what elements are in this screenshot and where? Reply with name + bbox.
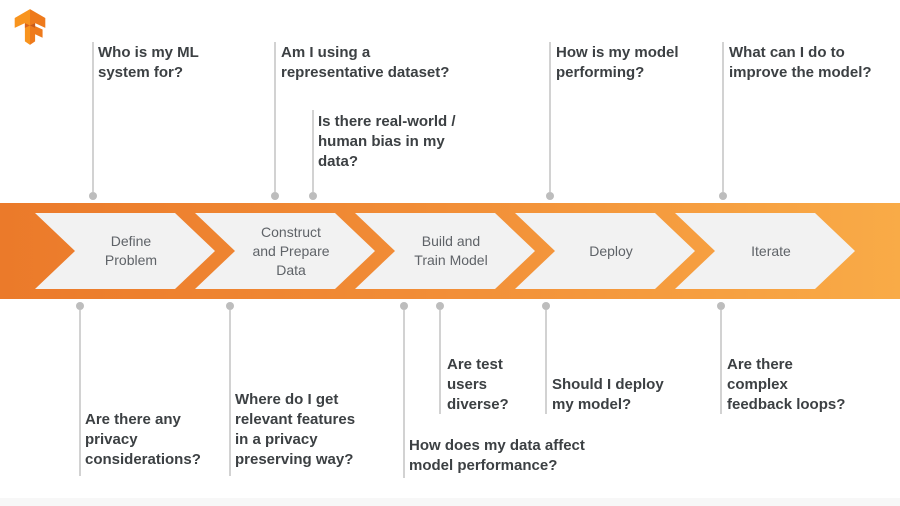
connector-dot [89, 192, 97, 200]
question-how-does-data-affect-performance: How does my data affect model performanc… [409, 437, 585, 474]
question-relevant-features-privacy: Where do I get relevant features in a pr… [235, 391, 356, 468]
question-is-there-real-world-human-bias: Is there real-world / human bias in my d… [318, 113, 456, 170]
connector-line [89, 42, 97, 200]
question-should-i-deploy: Should I deploy my model? [552, 376, 664, 413]
connector-line [226, 302, 234, 476]
tensorflow-logo-icon [14, 9, 46, 45]
connector-line [719, 42, 727, 200]
connector-line [546, 42, 554, 200]
question-privacy-considerations: Are there any privacy considerations? [85, 411, 201, 468]
stage-label: Build and Train Model [414, 233, 488, 268]
question-am-i-using-representative-dataset: Am I using a representative dataset? [281, 44, 450, 81]
connector-dot [717, 302, 725, 310]
connector-dot [400, 302, 408, 310]
stage-label: Define Problem [104, 233, 158, 268]
connector-dot [76, 302, 84, 310]
stage-label: Construct and Prepare Data [252, 223, 330, 278]
process-banner: Define Problem Construct and Prepare Dat… [0, 203, 900, 299]
connector-dot [226, 302, 234, 310]
connector-dot [309, 192, 317, 200]
stage-construct-and-prepare-data: Construct and Prepare Data [195, 213, 375, 289]
connector-line [436, 302, 444, 414]
bottom-edge-strip [0, 498, 900, 506]
stage-iterate: Iterate [675, 213, 855, 289]
question-complex-feedback-loops: Are there complex feedback loops? [727, 356, 846, 413]
question-what-can-i-do-to-improve: What can I do to improve the model? [729, 44, 872, 81]
question-who-is-my-ml-system-for: Who is my ML system for? [98, 44, 199, 81]
connector-dot [436, 302, 444, 310]
connector-line [76, 302, 84, 476]
connector-line [542, 302, 550, 414]
question-are-test-users-diverse: Are test users diverse? [447, 356, 509, 413]
connector-line [717, 302, 725, 414]
connector-dot [271, 192, 279, 200]
connector-line [271, 42, 279, 200]
connector-dot [719, 192, 727, 200]
question-how-is-my-model-performing: How is my model performing? [556, 44, 679, 81]
connector-line [309, 110, 317, 200]
stage-build-and-train-model: Build and Train Model [355, 213, 535, 289]
connector-dot [546, 192, 554, 200]
stage-deploy: Deploy [515, 213, 695, 289]
stage-label: Deploy [589, 242, 633, 259]
connector-line [400, 302, 408, 478]
stage-label: Iterate [751, 242, 791, 259]
connector-dot [542, 302, 550, 310]
stage-define-problem: Define Problem [35, 213, 215, 289]
